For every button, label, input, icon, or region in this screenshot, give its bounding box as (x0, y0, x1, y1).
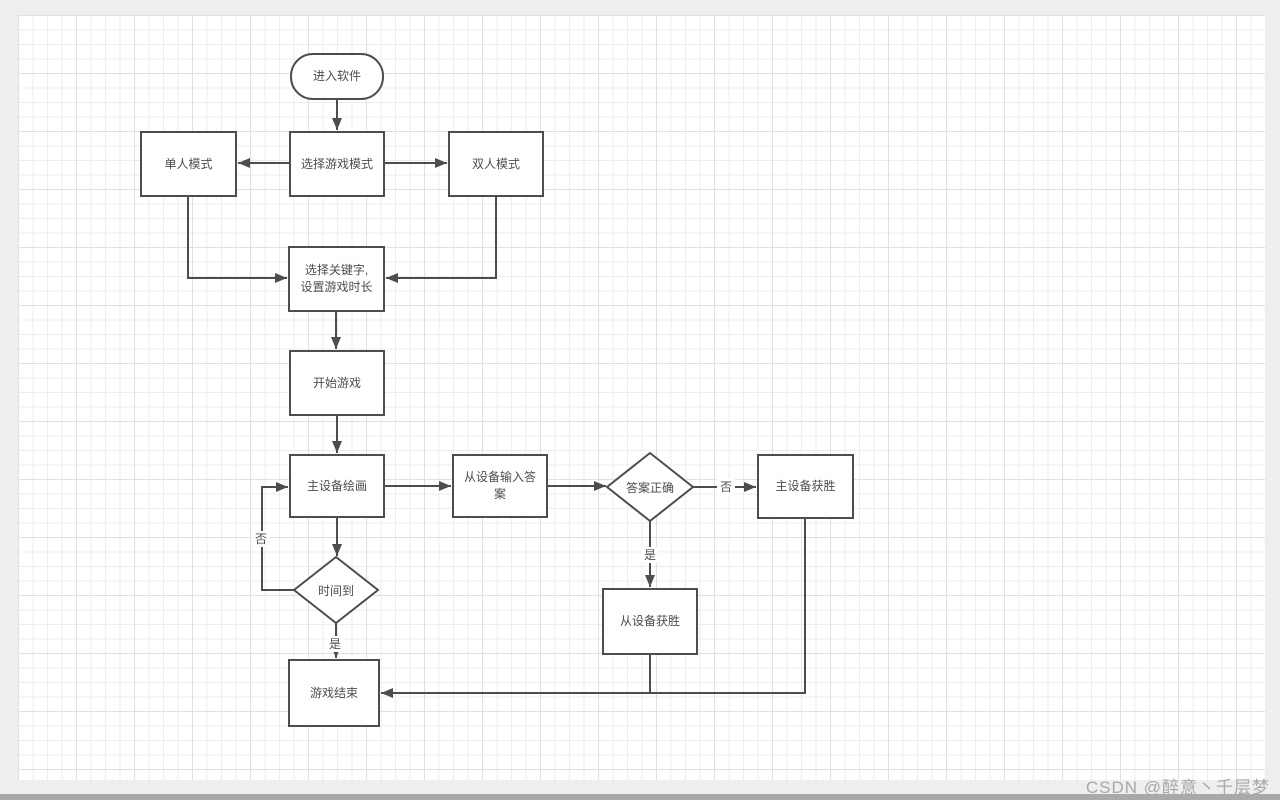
window-bottom-edge (0, 794, 1280, 800)
node-single-mode-label: 单人模式 (164, 156, 213, 171)
edge-label-answer-no: 否 (717, 479, 735, 495)
node-enter-software: 进入软件 (290, 53, 384, 100)
node-answer-correct-label: 答案正确 (625, 480, 674, 495)
node-game-over-label: 游戏结束 (309, 685, 358, 700)
edge-single-to-keyword (187, 196, 287, 283)
node-select-keyword: 选择关键字, 设置游戏时长 (288, 246, 385, 312)
node-single-mode: 单人模式 (140, 131, 237, 197)
node-host-win: 主设备获胜 (757, 454, 854, 519)
node-host-win-label: 主设备获胜 (775, 479, 836, 493)
node-slave-win: 从设备获胜 (602, 588, 698, 655)
node-double-mode-label: 双人模式 (471, 156, 520, 171)
node-game-over: 游戏结束 (288, 659, 380, 727)
node-select-game-mode-label: 选择游戏模式 (300, 156, 373, 171)
node-start-game: 开始游戏 (289, 350, 385, 416)
edge-hostwin-to-gameover (381, 519, 806, 698)
csdn-watermark: CSDN @醉意丶千层梦 (1085, 778, 1270, 797)
node-select-game-mode: 选择游戏模式 (289, 131, 385, 197)
node-slave-win-label: 从设备获胜 (619, 614, 680, 628)
node-slave-answer-label: 从设备输入答 案 (463, 470, 536, 501)
node-slave-answer: 从设备输入答 案 (452, 454, 548, 518)
node-start-game-label: 开始游戏 (312, 375, 361, 390)
node-time-up-shape (292, 555, 380, 625)
node-double-mode: 双人模式 (448, 131, 544, 197)
node-enter-software-label: 进入软件 (312, 69, 361, 83)
node-time-up-label: 时间到 (317, 583, 354, 598)
node-host-draw-label: 主设备绘画 (306, 478, 367, 493)
edge-label-answer-yes: 是 (641, 547, 659, 563)
edge-label-time-no: 否 (252, 531, 270, 547)
node-answer-correct-shape (605, 451, 695, 523)
edge-double-to-keyword (386, 196, 497, 283)
edge-label-time-yes: 是 (326, 636, 344, 652)
node-select-keyword-label: 选择关键字, 设置游戏时长 (300, 263, 373, 294)
node-host-draw: 主设备绘画 (289, 454, 385, 518)
